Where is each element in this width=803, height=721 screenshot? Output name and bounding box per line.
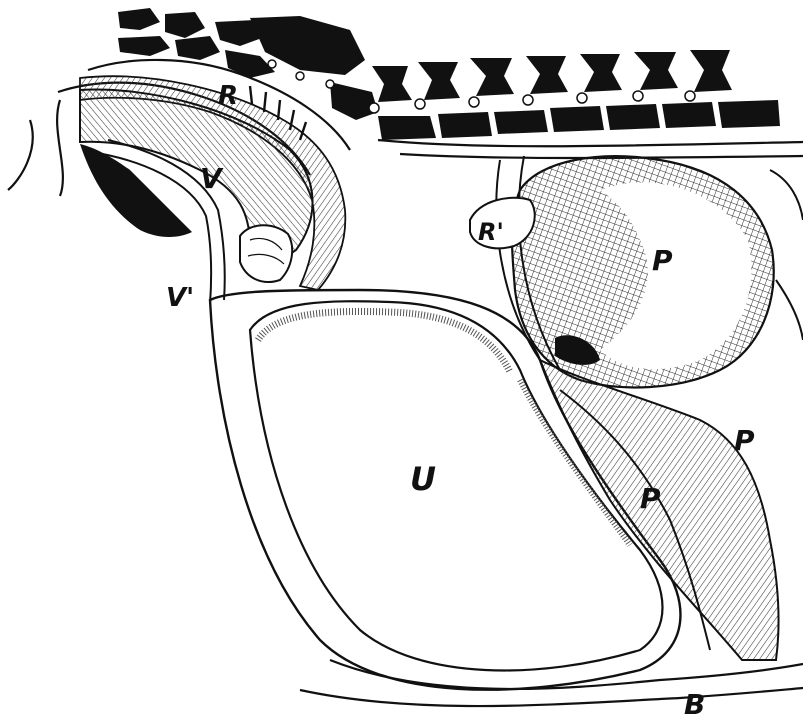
label-u: U xyxy=(410,460,436,498)
label-r-prime: R' xyxy=(478,218,504,246)
label-r: R xyxy=(218,81,238,111)
label-p-upper: P xyxy=(652,244,673,277)
label-b: B xyxy=(684,688,705,721)
label-p-lower: P xyxy=(640,482,661,515)
label-p-right: P xyxy=(734,424,755,457)
label-v-prime: V' xyxy=(166,283,194,313)
label-v: V xyxy=(200,162,224,195)
